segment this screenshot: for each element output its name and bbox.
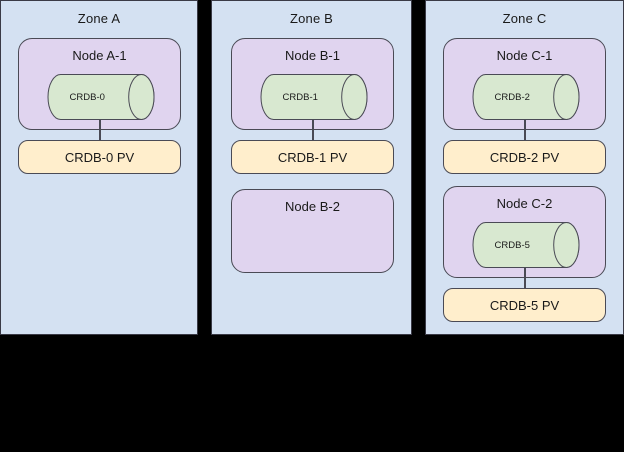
node-title: Node A-1 [72, 48, 127, 63]
database-cylinder-crdb-2: CRDB-2 [472, 74, 580, 120]
node-title: Node B-1 [285, 48, 340, 63]
node-title: Node B-2 [285, 199, 340, 214]
persistent-volume-crdb-0-pv: CRDB-0 PV [18, 140, 181, 174]
pv-label: CRDB-2 PV [489, 149, 560, 165]
node-title: Node C-1 [496, 48, 553, 63]
database-cylinder-crdb-5: CRDB-5 [472, 222, 580, 268]
pv-label: CRDB-0 PV [64, 149, 135, 165]
db-to-pv-connector [312, 120, 314, 142]
db-to-pv-connector [524, 120, 526, 142]
persistent-volume-crdb-5-pv: CRDB-5 PV [443, 288, 606, 322]
db-to-pv-connector [99, 120, 101, 142]
database-cylinder-crdb-0: CRDB-0 [47, 74, 155, 120]
pv-label: CRDB-1 PV [277, 149, 348, 165]
node-box-node-b-2: Node B-2 [231, 189, 394, 273]
db-to-pv-connector [524, 268, 526, 290]
persistent-volume-crdb-1-pv: CRDB-1 PV [231, 140, 394, 174]
zone-title: Zone C [502, 11, 547, 26]
persistent-volume-crdb-2-pv: CRDB-2 PV [443, 140, 606, 174]
database-cylinder-crdb-1: CRDB-1 [260, 74, 368, 120]
zone-title: Zone B [289, 11, 334, 26]
zone-title: Zone A [77, 11, 121, 26]
pv-label: CRDB-5 PV [489, 297, 560, 313]
node-title: Node C-2 [496, 196, 553, 211]
